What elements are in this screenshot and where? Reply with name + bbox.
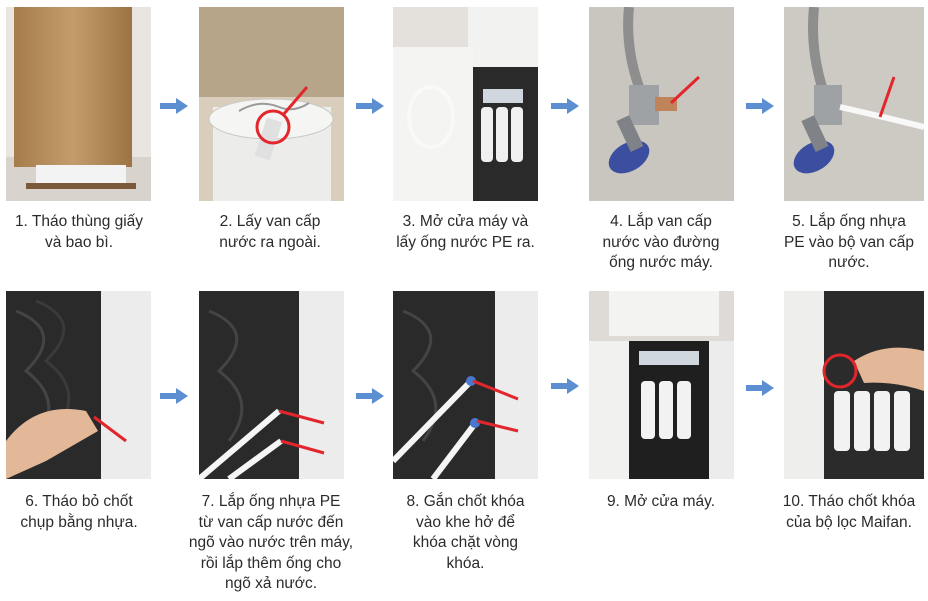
step-1-caption: 1. Tháo thùng giấy và bao bì. xyxy=(0,212,158,253)
next-step-arrow-icon xyxy=(551,98,579,114)
next-step-arrow-icon xyxy=(160,98,188,114)
step-4-photo xyxy=(589,7,734,201)
next-step-arrow-icon xyxy=(551,378,579,394)
step-7-photo xyxy=(199,291,344,479)
next-step-arrow-icon xyxy=(356,98,384,114)
step-3-caption: 3. Mở cửa máy và lấy ống nước PE ra. xyxy=(383,212,548,253)
step-5-photo xyxy=(784,7,924,201)
step-2-photo xyxy=(199,7,344,201)
step-1-photo xyxy=(6,7,151,201)
step-10-photo xyxy=(784,291,924,479)
step-8-photo xyxy=(393,291,538,479)
step-3-photo xyxy=(393,7,538,201)
step-6-caption: 6. Tháo bỏ chốt chụp bằng nhựa. xyxy=(0,492,158,533)
next-step-arrow-icon xyxy=(746,380,774,396)
step-8-caption: 8. Gắn chốt khóa vào khe hở để khóa chặt… xyxy=(383,492,548,574)
next-step-arrow-icon xyxy=(160,388,188,404)
next-step-arrow-icon xyxy=(356,388,384,404)
step-4-caption: 4. Lắp van cấp nước vào đường ống nước m… xyxy=(580,212,742,274)
step-9-photo xyxy=(589,291,734,479)
next-step-arrow-icon xyxy=(746,98,774,114)
step-7-caption: 7. Lắp ống nhựa PE từ van cấp nước đến n… xyxy=(180,492,362,595)
step-10-caption: 10. Tháo chốt khóa của bộ lọc Maifan. xyxy=(770,492,928,533)
step-6-photo xyxy=(6,291,151,479)
step-2-caption: 2. Lấy van cấp nước ra ngoài. xyxy=(190,212,350,253)
step-5-caption: 5. Lắp ống nhựa PE vào bộ van cấp nước. xyxy=(770,212,928,274)
step-9-caption: 9. Mở cửa máy. xyxy=(580,492,742,513)
